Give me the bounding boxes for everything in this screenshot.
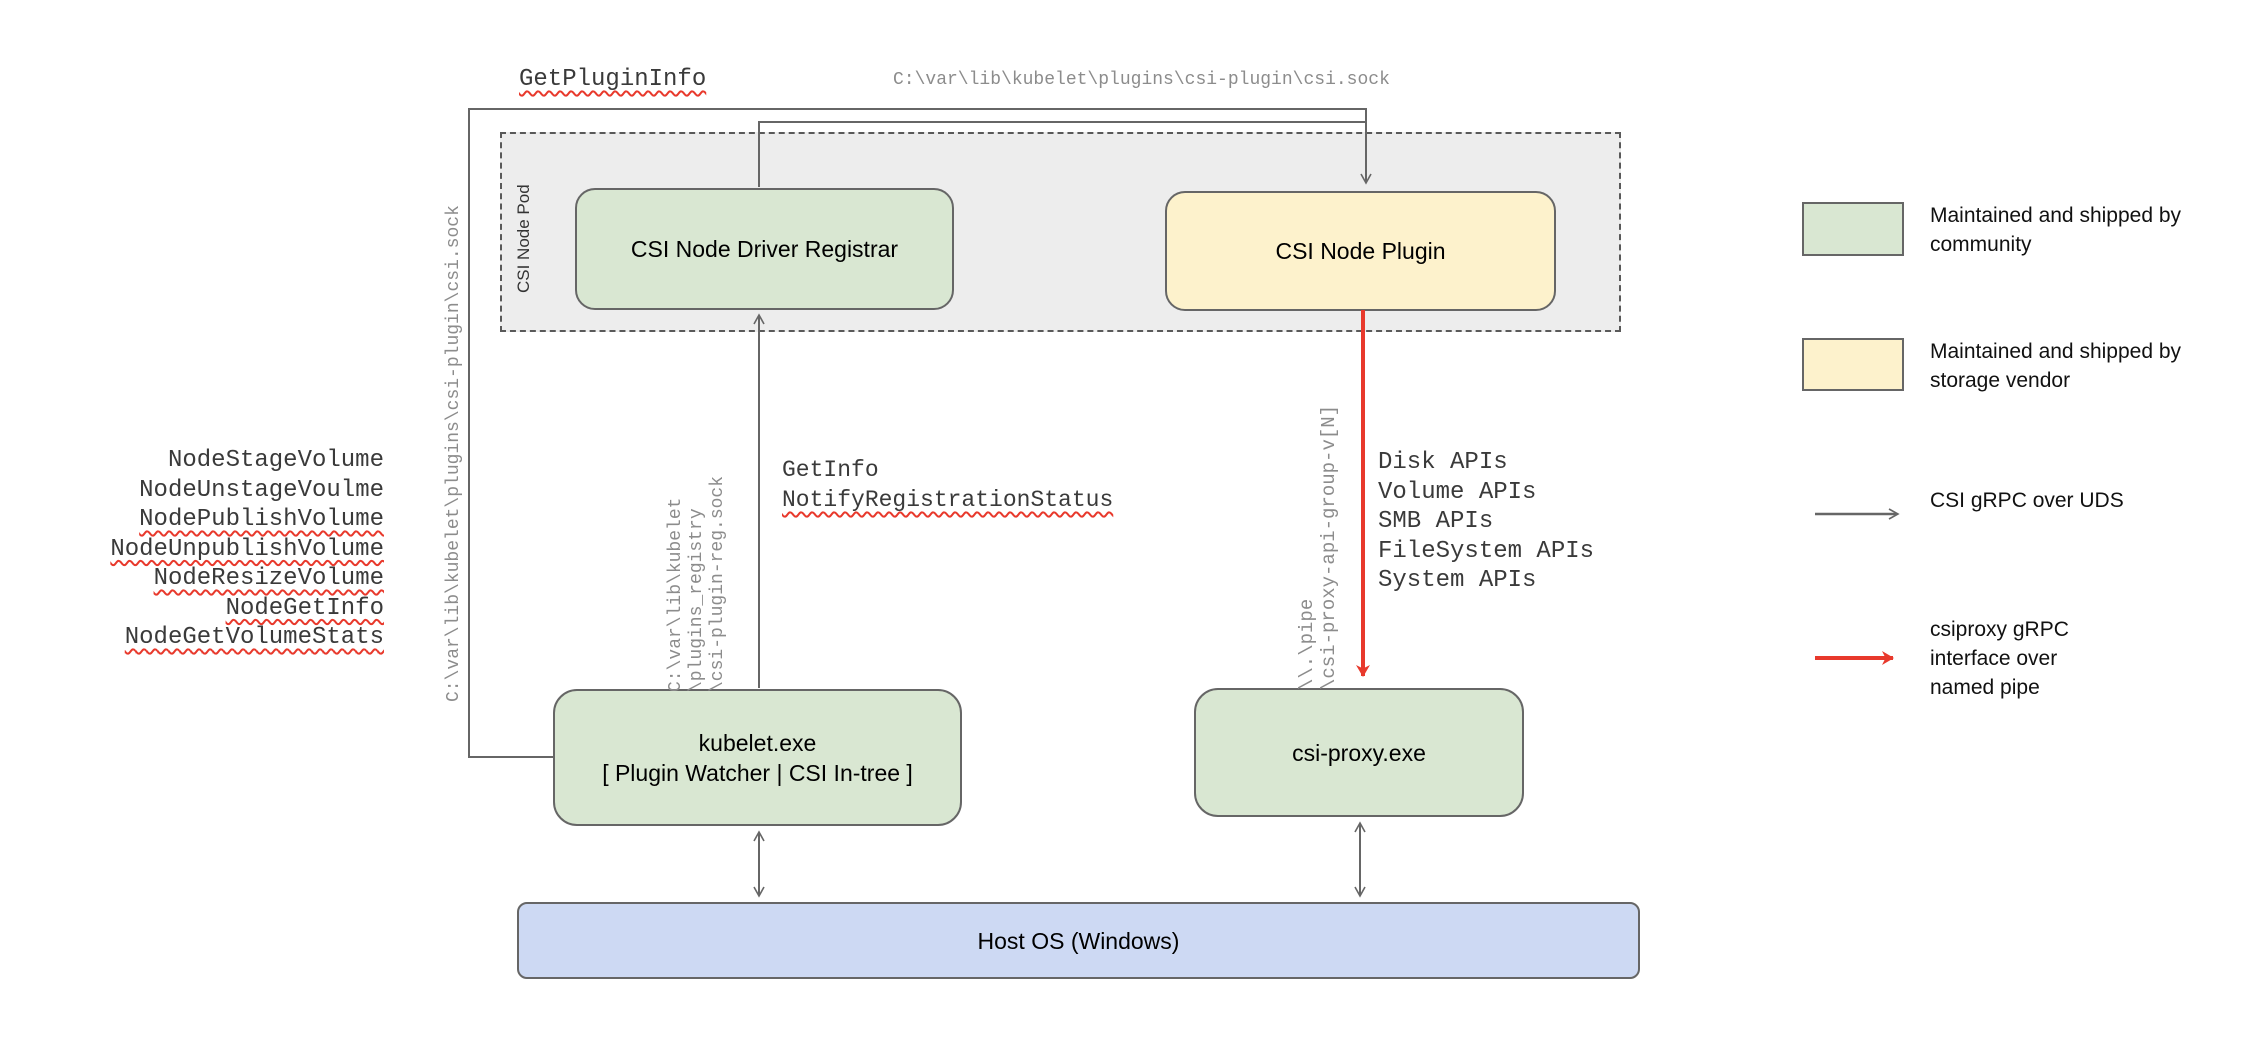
node-method: NodeUnstageVoulme [139,476,384,504]
registration-labels: GetInfo NotifyRegistrationStatus [782,455,1113,515]
registry-sock-line3: \csi-plugin-reg.sock [708,475,728,692]
proxy-api: FileSystem APIs [1378,537,1595,565]
csi-sock-path-top-label: C:\var\lib\kubelet\plugins\csi-plugin\cs… [893,70,1390,90]
legend-community-swatch [1802,202,1904,256]
node-methods-list: NodeStageVolume NodeUnstageVoulme NodePu… [60,446,384,653]
proxy-api: Volume APIs [1378,478,1537,506]
legend-pipe-label: csiproxy gRPC interface over named pipe [1930,618,2069,699]
csi-node-plugin-node: CSI Node Plugin [1165,191,1556,311]
csi-node-driver-registrar-label: CSI Node Driver Registrar [630,236,899,262]
proxy-api: SMB APIs [1378,508,1494,535]
node-method: NodeGetVolumeStats [124,624,384,651]
node-method: NodePublishVolume [139,506,384,533]
legend-vendor-label: Maintained and shipped by storage vendor [1930,340,2182,392]
kubelet-label-line2: [ Plugin Watcher | CSI In-tree ] [602,759,913,786]
proxy-api: Disk APIs [1378,449,1508,476]
host-os-node: Host OS (Windows) [517,902,1640,979]
get-plugin-info-label: GetPluginInfo [519,66,707,93]
registry-sock-line1: C:\var\lib\kubelet [666,497,686,692]
host-os-label: Host OS (Windows) [977,927,1180,954]
named-pipe-line2: \csi-proxy-api-group-v[N] [1318,404,1340,690]
proxy-api-list: Disk APIs Volume APIs SMB APIs FileSyste… [1378,448,1594,596]
legend-vendor-swatch [1802,338,1904,391]
node-method: NodeUnpublishVolume [110,535,384,563]
node-method: NodeResizeVolume [153,565,384,592]
node-method: NodeGetInfo [225,594,384,622]
csi-proxy-label: csi-proxy.exe [1292,739,1426,766]
node-method: NodeStageVolume [167,447,384,474]
notify-registration-status-label: NotifyRegistrationStatus [782,487,1114,513]
legend-community-label: Maintained and shipped by community [1930,204,2182,256]
legend-uds-label: CSI gRPC over UDS [1930,489,2124,512]
named-pipe-path-label: \\.\pipe \csi-proxy-api-group-v[N] [1296,405,1581,734]
csi-node-driver-registrar-node: CSI Node Driver Registrar [575,188,954,310]
csi-node-plugin-label: CSI Node Plugin [1275,238,1446,264]
registry-sock-line2: \plugins_registry [687,508,707,692]
registry-sock-path-label: C:\var\lib\kubelet \plugins_registry \cs… [666,476,882,755]
named-pipe-line1: \\.\pipe [1296,598,1318,690]
get-info-label: GetInfo [782,457,879,483]
proxy-api: System APIs [1378,567,1537,594]
